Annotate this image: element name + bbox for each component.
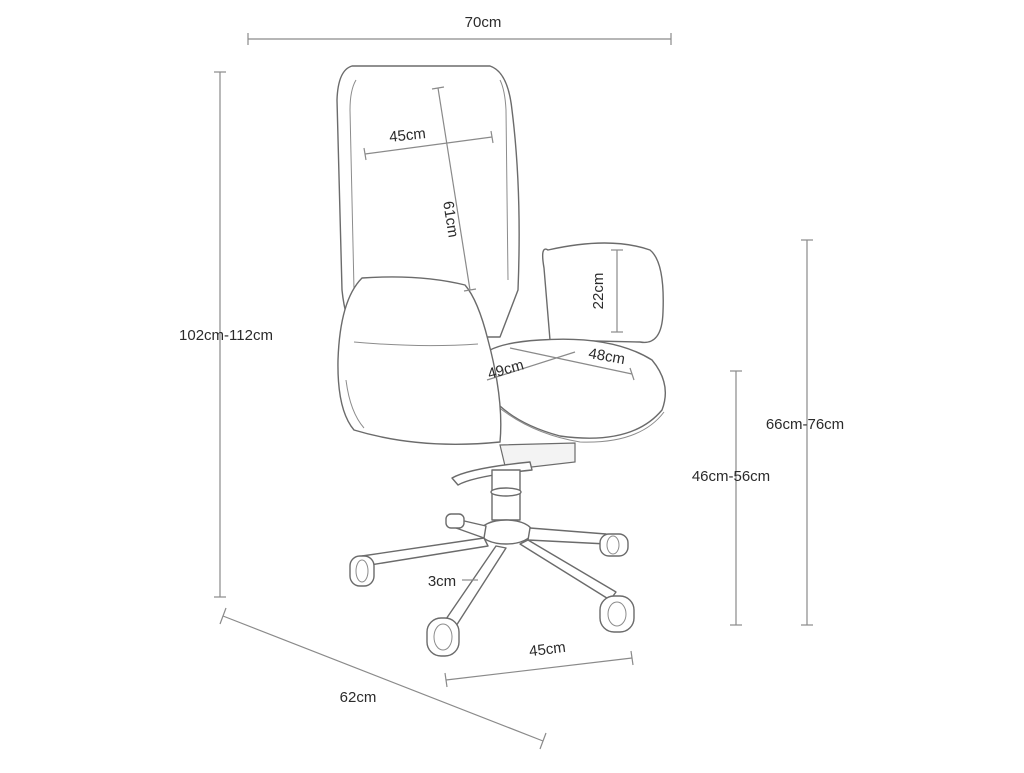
overall-width-dimension xyxy=(247,33,672,45)
backrest xyxy=(336,65,520,338)
armrest-floor-height-label: 66cm-76cm xyxy=(766,416,844,433)
base-radius-label: 45cm xyxy=(528,639,566,660)
backrest-height-label: 61cm xyxy=(439,200,462,239)
base-leg-left xyxy=(361,537,489,567)
caster-front-left xyxy=(426,617,460,657)
backrest-height-dimension xyxy=(431,86,477,292)
seat-width-dimension xyxy=(509,347,635,381)
overall-depth-dimension xyxy=(219,607,547,750)
armrest-floor-height-dimension xyxy=(801,239,813,626)
overall-height-label: 102cm-112cm xyxy=(179,327,273,344)
overall-width-label: 70cm xyxy=(465,14,502,31)
overall-depth-label: 62cm xyxy=(340,689,377,706)
armrest-height-label: 22cm xyxy=(590,273,607,310)
base-hub xyxy=(479,519,533,545)
seat-depth-dimension xyxy=(486,351,576,381)
right-armrest xyxy=(541,242,664,344)
caster-right xyxy=(599,533,629,557)
caster-back-left xyxy=(445,513,465,529)
base-radius-dimension xyxy=(444,650,634,688)
left-armrest xyxy=(337,276,502,445)
caster-front-right xyxy=(599,595,635,633)
base-leg-front-right xyxy=(519,539,617,601)
backrest-width-label: 45cm xyxy=(388,125,426,146)
seat-floor-height-dimension xyxy=(730,370,742,626)
overall-height-dimension xyxy=(214,71,226,598)
caster-left xyxy=(349,555,375,587)
caster-size-label: 3cm xyxy=(428,573,456,590)
seat-width-label: 48cm xyxy=(587,345,626,368)
base-leg-right xyxy=(527,527,608,545)
backrest-width-dimension xyxy=(363,130,494,161)
seat-cushion xyxy=(476,338,666,439)
chair-illustration xyxy=(336,65,666,657)
armrest-height-dimension xyxy=(611,249,623,333)
seat-floor-height-label: 46cm-56cm xyxy=(692,468,770,485)
